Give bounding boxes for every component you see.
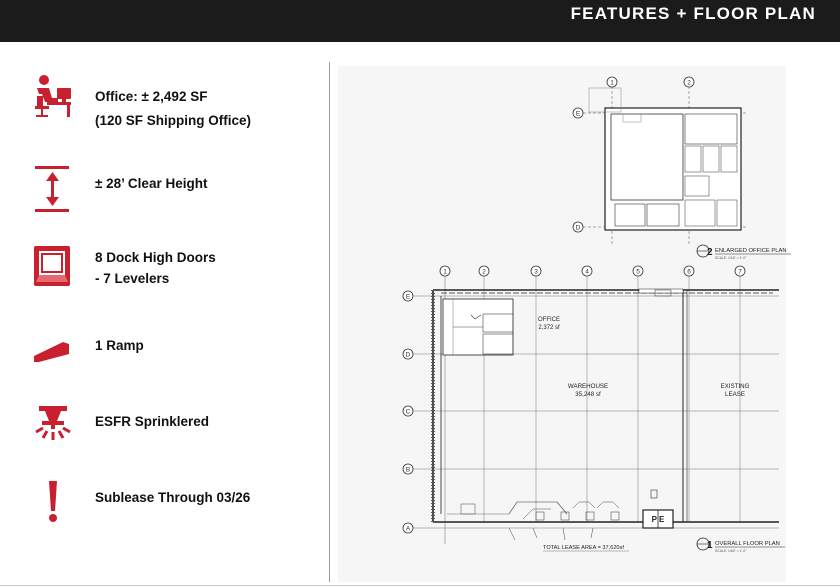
office-col-label-1: 1 — [610, 80, 614, 87]
overall-floor-plan: 1 2 3 4 5 6 7 E D C B A — [402, 265, 785, 553]
feature-office-line1: Office: ± 2,492 SF — [95, 89, 208, 104]
pe-label: P E — [652, 515, 665, 524]
floor-col-label-5: 5 — [636, 269, 640, 276]
feature-sprinkler-text: ESFR Sprinklered — [95, 414, 210, 429]
feature-sublease: Sublease Through 03/26 — [0, 478, 320, 538]
office-desk-icon — [35, 75, 71, 117]
office-plan-scale: SCALE: 1/16" = 1'-0" — [715, 256, 747, 260]
floor-col-label-3: 3 — [534, 269, 538, 276]
feature-sprinkler: ESFR Sprinklered — [0, 404, 320, 464]
floor-col-label-1: 1 — [443, 269, 447, 276]
warehouse-label: WAREHOUSE — [568, 383, 608, 390]
floor-row-label-D: D — [406, 352, 411, 359]
total-lease-area: TOTAL LEASE AREA = 37,620sf — [543, 545, 624, 551]
office-area: 2,372 sf — [538, 325, 560, 331]
office-col-label-2: 2 — [687, 80, 691, 87]
office-row-label-E: E — [576, 111, 581, 118]
feature-dock-doors: 8 Dock High Doors - 7 Levelers — [0, 238, 320, 298]
floor-plan-title: OVERALL FLOOR PLAN — [715, 541, 780, 547]
existing-lease-label-1: EXISTING — [721, 383, 750, 390]
dock-door-icon — [34, 246, 70, 286]
office-plan-title: ENLARGED OFFICE PLAN — [715, 248, 787, 254]
floor-col-label-6: 6 — [687, 269, 691, 276]
floor-row-label-C: C — [406, 409, 411, 416]
feature-ramp-text: 1 Ramp — [95, 338, 144, 353]
bottom-rule — [0, 585, 840, 586]
floor-row-label-E: E — [406, 294, 411, 301]
floor-col-label-7: 7 — [738, 269, 742, 276]
page-title: FEATURES + FLOOR PLAN — [570, 4, 816, 23]
existing-lease-label-2: LEASE — [725, 391, 745, 398]
feature-sublease-text: Sublease Through 03/26 — [95, 490, 251, 505]
floor-row-label-A: A — [406, 526, 411, 533]
enlarged-office-plan: 1 2 E D 2 ENLARGED OFFICE PLAN SCALE: 1/… — [572, 76, 791, 260]
ramp-icon — [34, 342, 69, 362]
floor-col-label-2: 2 — [482, 269, 486, 276]
office-row-label-D: D — [576, 225, 581, 232]
feature-dock-doors-line2: - 7 Levelers — [95, 271, 170, 286]
office-plan-number: 2 — [707, 247, 713, 258]
feature-clear-height: ± 28’ Clear Height — [0, 160, 320, 220]
office-label: OFFICE — [538, 317, 560, 323]
feature-ramp: 1 Ramp — [0, 326, 320, 386]
page-header: FEATURES + FLOOR PLAN — [0, 0, 840, 42]
floor-plan-number: 1 — [707, 540, 713, 551]
feature-office-line2: (120 SF Shipping Office) — [95, 113, 252, 128]
feature-dock-doors-line1: 8 Dock High Doors — [95, 250, 216, 265]
warehouse-area: 35,248 sf — [575, 391, 601, 398]
exclamation-icon — [49, 481, 57, 522]
floor-plan-drawing: 1 2 E D 2 ENLARGED OFFICE PLAN SCALE: 1/… — [338, 66, 791, 582]
feature-clear-height-text: ± 28’ Clear Height — [95, 176, 208, 191]
floor-col-label-4: 4 — [585, 269, 589, 276]
vertical-divider — [329, 62, 330, 582]
clear-height-icon — [35, 166, 69, 212]
floor-row-label-B: B — [406, 467, 410, 474]
sprinkler-icon — [35, 406, 71, 440]
floor-plan-scale: SCALE: 1/64" = 1'-0" — [715, 549, 747, 553]
feature-office: Office: ± 2,492 SF (120 SF Shipping Offi… — [0, 68, 320, 128]
